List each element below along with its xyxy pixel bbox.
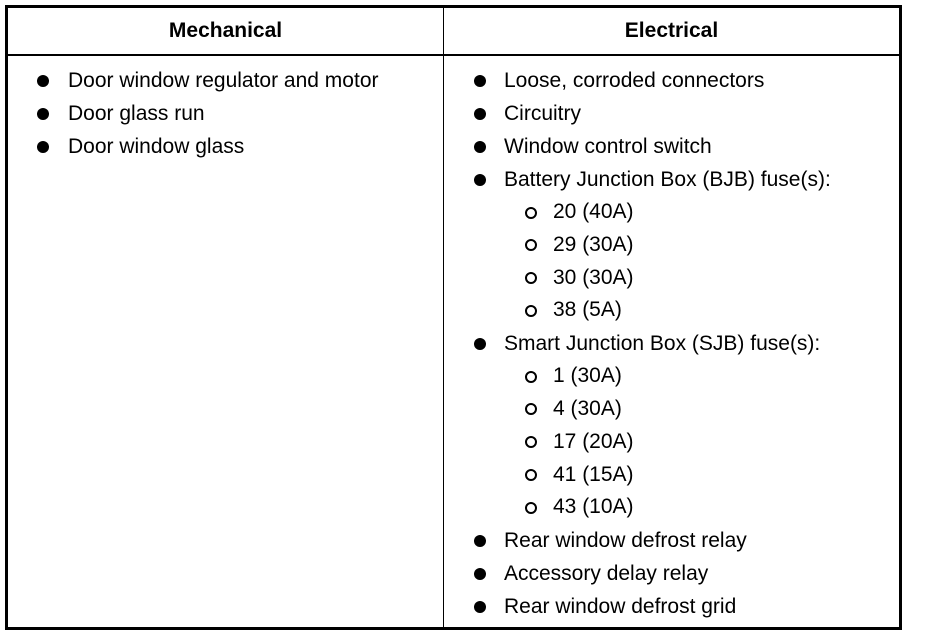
- hollow-bullet-icon: [525, 469, 537, 482]
- sub-list-item-label: 38 (5A): [553, 298, 622, 322]
- electrical-list-item: Accessory delay relay: [444, 557, 899, 590]
- bullet-icon: [474, 173, 486, 186]
- list-item-label: Door window regulator and motor: [68, 69, 379, 92]
- sub-list-item-label: 1 (30A): [553, 364, 622, 388]
- sub-list-item-label: 17 (20A): [553, 429, 634, 453]
- list-item-label: Accessory delay relay: [504, 562, 709, 586]
- hollow-bullet-icon: [525, 403, 537, 416]
- table-header-row: Mechanical Electrical: [8, 8, 899, 56]
- sub-list-item-label: 20 (40A): [553, 200, 634, 223]
- list-item-label: Door glass run: [68, 102, 205, 125]
- list-item-label: Rear window defrost relay: [504, 529, 747, 553]
- sub-list-item-label: 29 (30A): [553, 232, 634, 256]
- sub-list-item: 1 (30A): [444, 360, 899, 393]
- sub-list-item-label: 41 (15A): [553, 462, 634, 486]
- list-item-label: Circuitry: [504, 102, 581, 125]
- symptom-table: Mechanical Electrical Door window regula…: [5, 5, 902, 630]
- list-item-label: Battery Junction Box (BJB) fuse(s):: [504, 168, 831, 191]
- bullet-icon: [474, 107, 486, 120]
- header-mechanical: Mechanical: [168, 19, 283, 42]
- mechanical-list-item: Door glass run: [8, 97, 443, 130]
- bullet-icon: [474, 140, 486, 153]
- electrical-list-item: Window control switch: [444, 130, 899, 163]
- hollow-bullet-icon: [525, 436, 537, 449]
- list-item-label: Door window glass: [68, 135, 245, 158]
- column-divider: [443, 8, 444, 627]
- mechanical-list-item: Door window regulator and motor: [8, 64, 443, 97]
- sub-list-item-label: 43 (10A): [553, 495, 634, 519]
- hollow-bullet-icon: [525, 206, 537, 219]
- electrical-list-item: Rear window defrost grid: [444, 590, 899, 623]
- electrical-list-item: Battery Junction Box (BJB) fuse(s):: [444, 163, 899, 196]
- bullet-icon: [37, 107, 49, 120]
- electrical-list-item: Loose, corroded connectors: [444, 64, 899, 97]
- bullet-icon: [37, 74, 49, 87]
- sub-list-item: 43 (10A): [444, 491, 899, 524]
- bullet-icon: [474, 567, 486, 580]
- hollow-bullet-icon: [525, 239, 537, 252]
- bullet-icon: [474, 600, 486, 613]
- bullet-icon: [474, 337, 486, 350]
- hollow-bullet-icon: [525, 370, 537, 383]
- list-item-label: Window control switch: [504, 135, 712, 158]
- bullet-icon: [474, 74, 486, 87]
- sub-list-item: 29 (30A): [444, 229, 899, 262]
- list-item-label: Smart Junction Box (SJB) fuse(s):: [504, 332, 821, 356]
- sub-list-item: 4 (30A): [444, 393, 899, 426]
- bullet-icon: [474, 534, 486, 547]
- hollow-bullet-icon: [525, 272, 537, 285]
- list-item-label: Rear window defrost grid: [504, 595, 737, 619]
- sub-list-item: 41 (15A): [444, 459, 899, 492]
- list-item-label: Loose, corroded connectors: [504, 69, 765, 92]
- electrical-list-item: Smart Junction Box (SJB) fuse(s):: [444, 327, 899, 360]
- mechanical-list-item: Door window glass: [8, 130, 443, 163]
- sub-list-item-label: 30 (30A): [553, 265, 634, 289]
- sub-list-item: 38 (5A): [444, 294, 899, 327]
- bullet-icon: [37, 140, 49, 153]
- hollow-bullet-icon: [525, 501, 537, 514]
- sub-list-item: 17 (20A): [444, 426, 899, 459]
- electrical-list-item: Rear window defrost relay: [444, 524, 899, 557]
- electrical-list-item: Circuitry: [444, 97, 899, 130]
- sub-list-item: 30 (30A): [444, 262, 899, 295]
- sub-list-item: 20 (40A): [444, 196, 899, 229]
- header-electrical: Electrical: [624, 19, 719, 42]
- hollow-bullet-icon: [525, 304, 537, 317]
- sub-list-item-label: 4 (30A): [553, 396, 622, 420]
